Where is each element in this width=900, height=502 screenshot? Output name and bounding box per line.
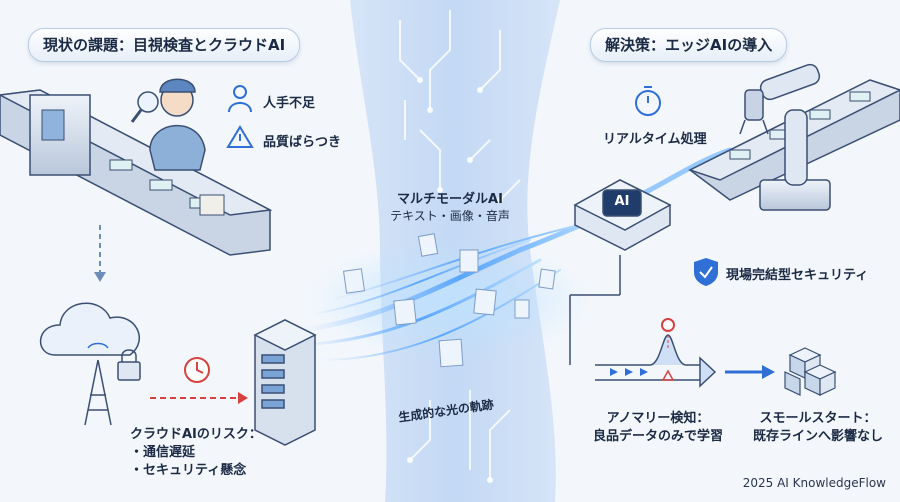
stopwatch-icon [635,86,661,116]
issue-quality-label: 品質ばらつき [263,135,342,150]
robot-arm-icon [739,63,831,211]
person-icon [228,85,252,113]
multimodal-sub: テキスト・画像・音声 [390,209,510,223]
small-start-line2: 既存ラインへ影響なし [752,429,883,444]
anomaly-block: アノマリー検知： 良品データのみで学習 [583,410,733,446]
magnifier-icon [137,91,159,113]
cloud-risk-block: クラウドAIのリスク： ・通信遅延 ・セキュリティ懸念 [130,426,262,480]
risk-title: クラウドAIのリスク： [130,427,262,442]
warning-icon [226,125,254,148]
left-panel-title: 現状の課題：目視検査とクラウドAI [28,28,301,62]
antenna-tower [84,342,112,426]
shield-check-icon [694,258,718,286]
small-start-block: スモールスタート： 既存ラインへ影響なし [748,410,888,446]
light-streams [297,147,733,361]
realtime-label: リアルタイム処理 [603,132,707,147]
multimodal-title: マルチモーダルAI [397,192,503,207]
document-tiles [342,233,556,368]
clock-icon [184,357,210,383]
inspector-worker [130,78,206,171]
cloud-icon [39,302,140,356]
conveyor-left [0,89,273,256]
edge-chip-label: AI [614,194,630,209]
lock-icon [117,349,141,381]
risk-latency: ・通信遅延 [130,445,196,460]
cubes-icon [784,347,837,396]
issue-labor-label: 人手不足 [263,96,316,111]
risk-security: ・セキュリティ懸念 [130,463,247,478]
ai-chip-icon [573,179,672,251]
anomaly-line2: 良品データのみで学習 [592,429,723,444]
anomaly-flow [595,318,717,388]
footer-credit: 2025 AI KnowledgeFlow [742,476,886,490]
circuit-traces [399,10,521,480]
right-panel-title: 解決策：エッジAIの導入 [590,28,788,62]
security-label: 現場完結型セキュリティ [726,268,869,283]
small-start-line1: スモールスタート： [759,411,877,426]
server-icon [253,319,317,446]
anomaly-line1: アノマリー検知： [606,411,710,426]
